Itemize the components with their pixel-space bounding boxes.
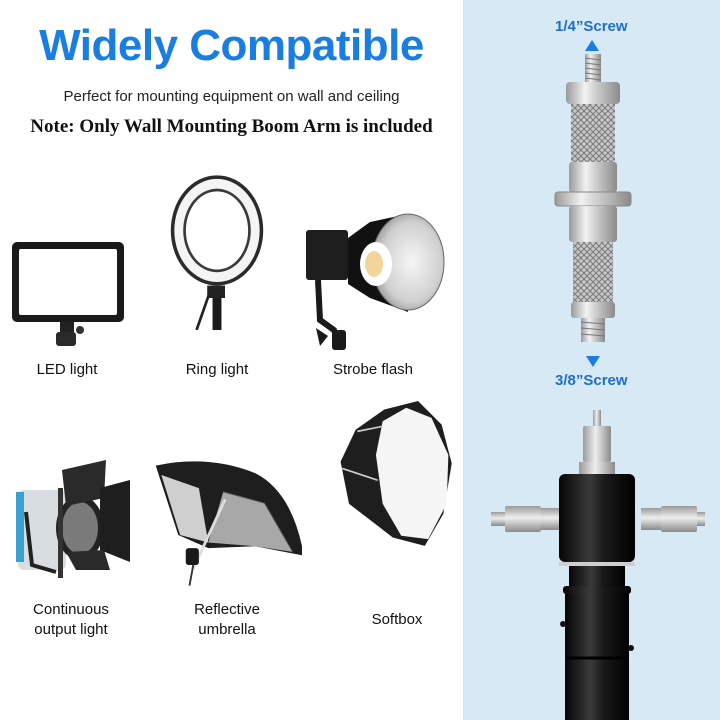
equipment-label: Reflective umbrella [194,601,260,638]
spigot-adapter-image [554,54,632,342]
ring-light-icon [170,175,264,330]
equipment-label: Strobe flash [332,361,414,378]
arrow-up-icon [585,40,599,51]
note: Note: Only Wall Mounting Boom Arm is inc… [30,116,433,137]
softbox-icon [340,401,452,546]
top-screw-label: 1/4”Screw [555,18,628,35]
umbrella-icon [155,461,302,586]
boom-arm-head-image [491,410,705,720]
led-panel-icon [12,242,124,346]
equipment-label: Continuous output light [33,601,109,638]
strobe-flash-icon [306,213,445,350]
equipment-label: Softbox [371,611,423,628]
equipment-label: Ring light [185,361,249,378]
equipment-label: LED light [36,361,98,378]
bottom-screw-label: 3/8”Screw [555,372,628,389]
page-title: Widely Compatible [39,21,424,70]
fresnel-light-icon [16,460,130,578]
arrow-down-icon [586,356,600,367]
subtitle: Perfect for mounting equipment on wall a… [63,88,400,105]
connector-panel: 1/4”Screw [463,0,720,720]
compatibility-panel: Widely Compatible Perfect for mounting e… [12,21,452,638]
